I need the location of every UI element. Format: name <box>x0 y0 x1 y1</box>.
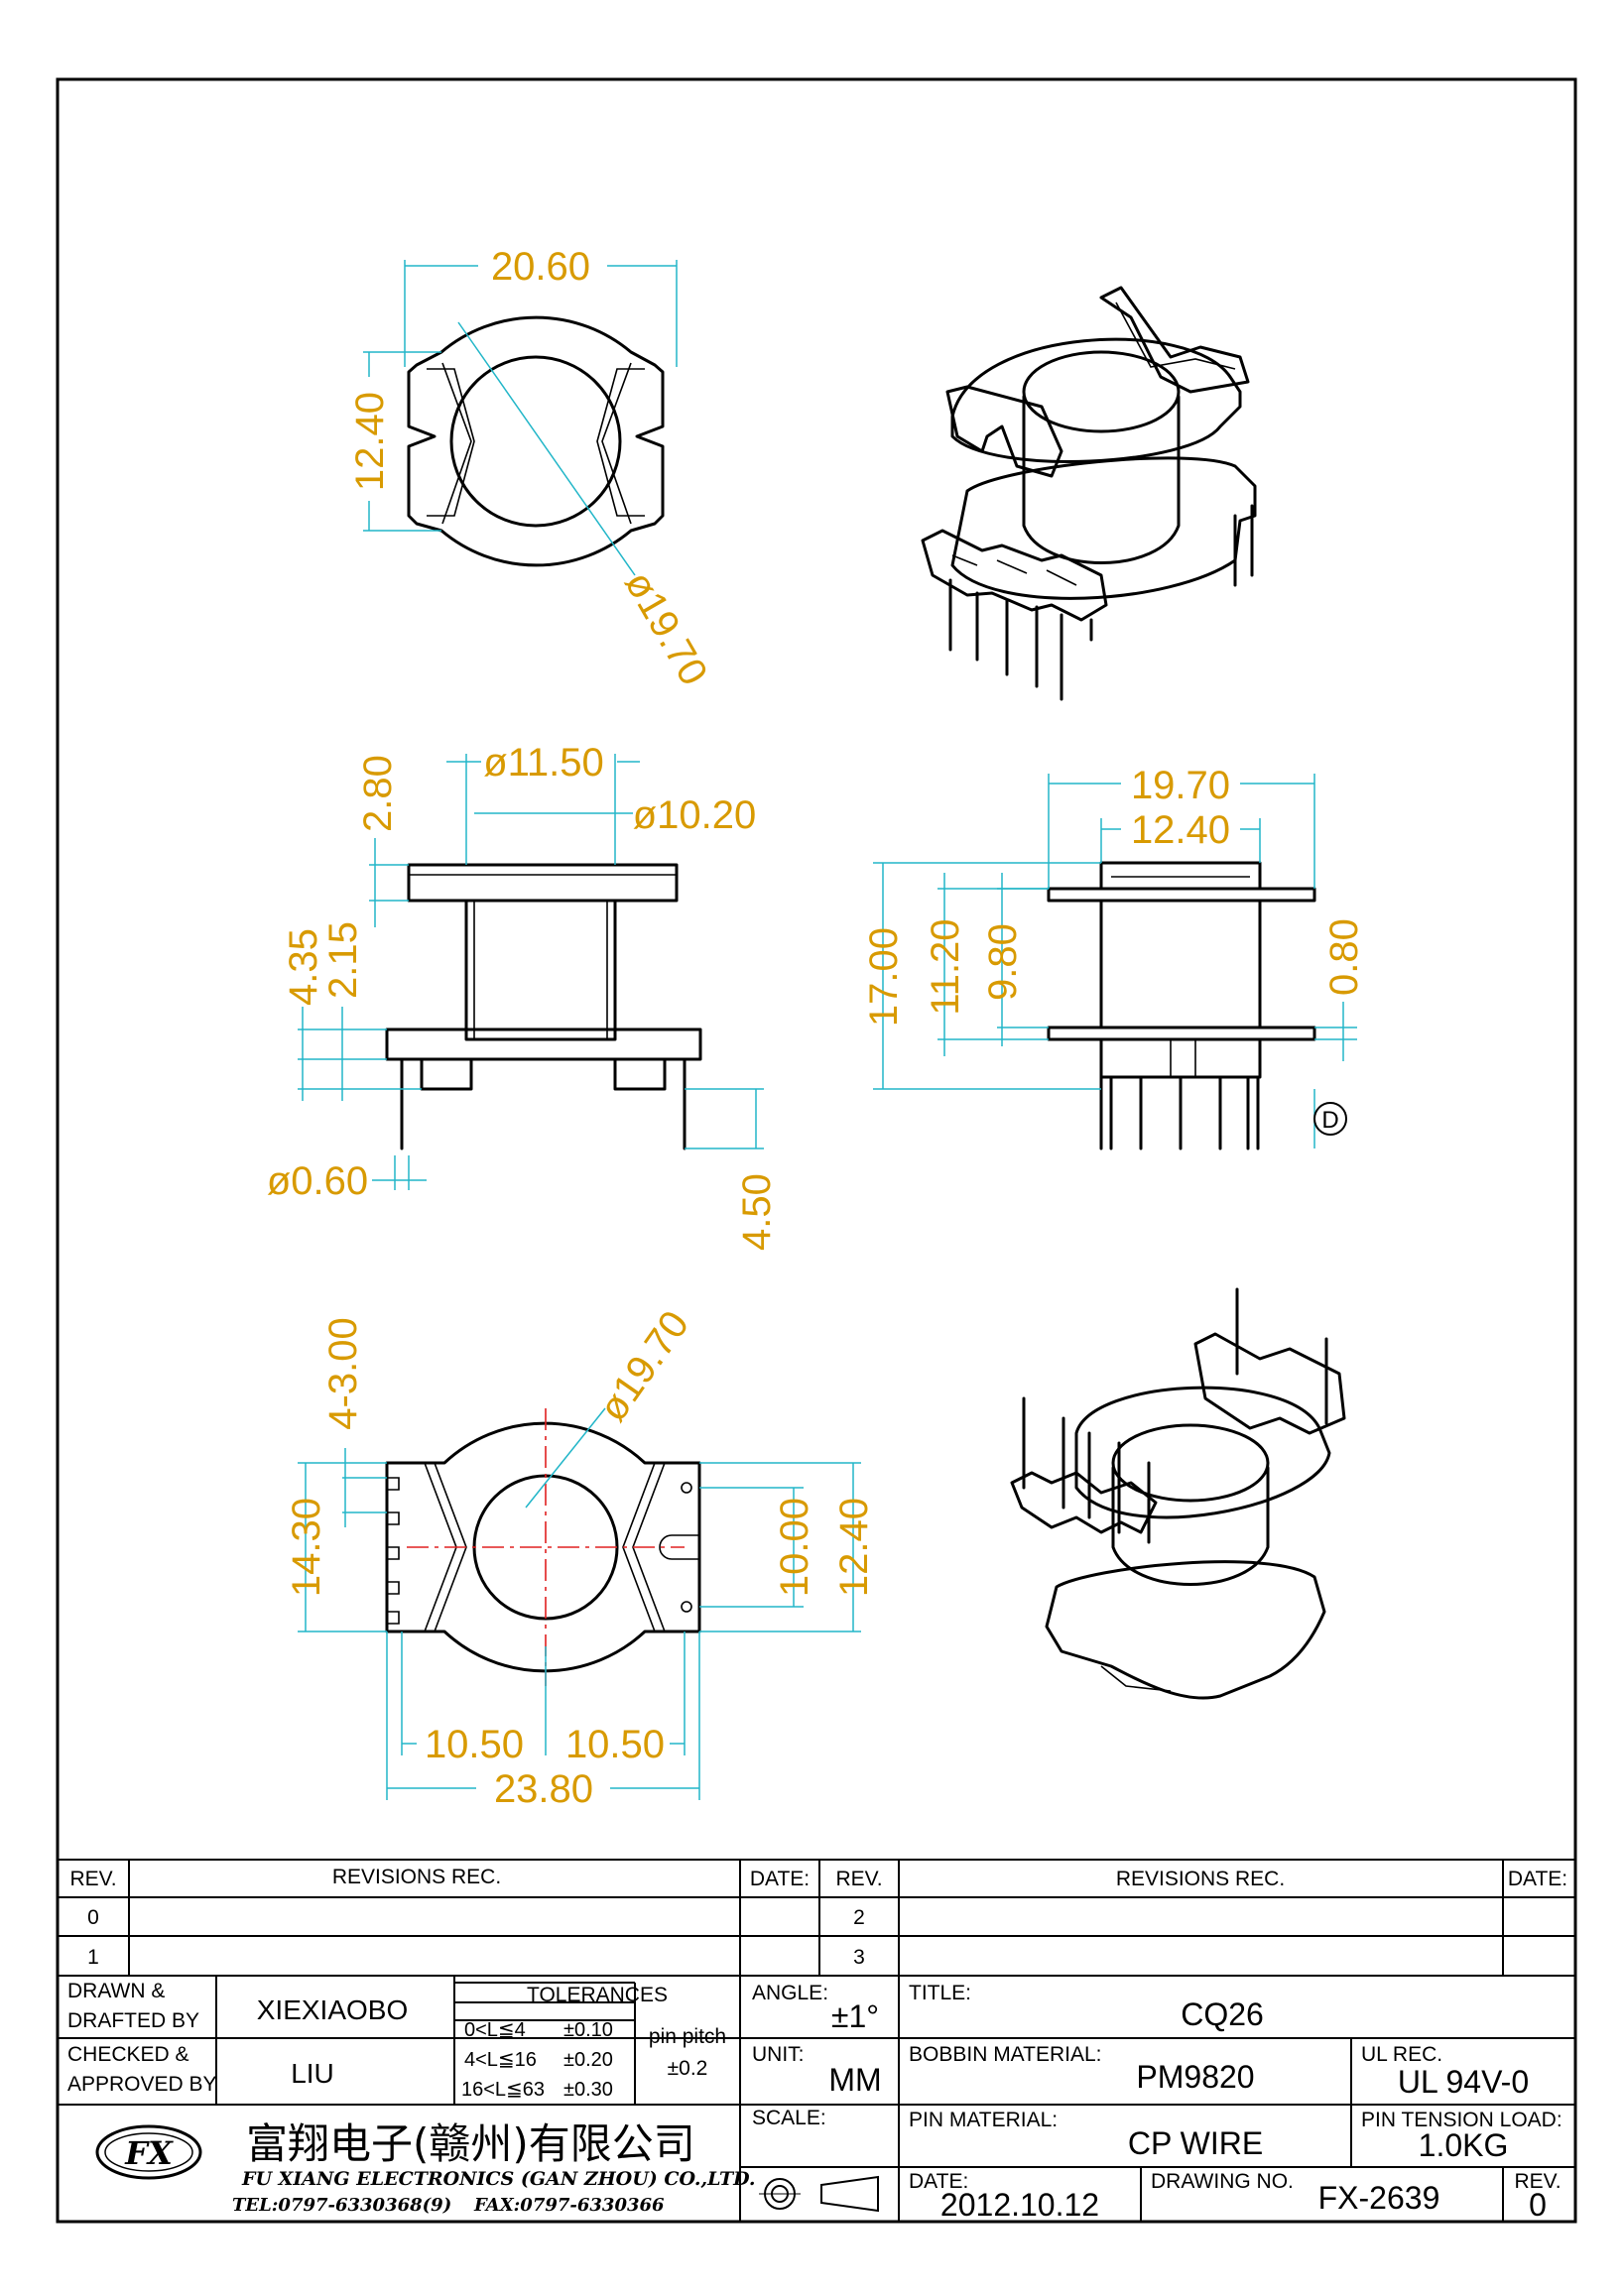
title-value: CQ26 <box>1181 1996 1264 2032</box>
rev-header-left: REV. <box>69 1868 116 1890</box>
rev-value: 0 <box>1529 2187 1547 2223</box>
company-name-english: FU XIANG ELECTRONICS (GAN ZHOU) CO.,LTD. <box>241 2168 756 2190</box>
bobbin-material-label: BOBBIN MATERIAL: <box>909 2043 1102 2066</box>
side-thickness: 0.80 <box>1322 918 1366 996</box>
tol-value-2: ±0.20 <box>563 2049 613 2071</box>
bottom-view: 14.30 4-3.00 ø19.70 10.00 12.40 10.50 10… <box>285 1303 876 1811</box>
front-outer-dia: ø10.20 <box>633 793 757 837</box>
bottom-half-left: 10.50 <box>425 1723 524 1766</box>
datum-mark-circle <box>1313 1102 1347 1136</box>
rev-header-right: REV. <box>835 1868 882 1890</box>
side-width: 19.70 <box>1131 764 1230 807</box>
rev-row-1: 1 <box>87 1946 99 1969</box>
tolerances-header: TOLERANCES <box>527 1984 668 2006</box>
front-flange-top: 2.80 <box>356 755 400 832</box>
company-name-chinese: 富翔电子(赣州)有限公司 <box>246 2119 695 2168</box>
logo-text: FX <box>124 2134 174 2172</box>
datum-mark: D <box>1321 1107 1338 1134</box>
top-height-dim: 12.40 <box>348 392 392 491</box>
company-logo: FX <box>95 2124 202 2180</box>
front-pin-len: 4.50 <box>735 1173 779 1251</box>
checked-value: LIU <box>291 2058 334 2089</box>
angle-value: ±1° <box>831 1998 879 2034</box>
front-h2: 2.15 <box>321 921 365 999</box>
side-view: 19.70 12.40 17.00 11.20 9.80 0.80 D <box>862 764 1366 1150</box>
bottom-diameter: ø19.70 <box>591 1303 697 1429</box>
top-view: 20.60 12.40 ø19.70 <box>348 245 715 692</box>
top-diameter-dim: ø19.70 <box>616 564 715 693</box>
front-view: ø11.50 ø10.20 2.80 4.35 2.15 ø0.60 4.50 <box>267 741 779 1251</box>
side-h1: 11.20 <box>924 918 967 1015</box>
pin-pitch-label: pin pitch <box>649 2025 726 2048</box>
projection-symbol <box>759 2175 879 2213</box>
drawn-value: XIEXIAOBO <box>257 1994 409 2025</box>
bottom-slot: 4-3.00 <box>321 1317 365 1429</box>
tol-value-3: ±0.30 <box>563 2079 613 2101</box>
bottom-half-right: 10.50 <box>565 1723 665 1766</box>
ul-rec-label: UL REC. <box>1361 2043 1442 2066</box>
front-h1: 4.35 <box>282 928 325 1006</box>
tol-range-2: 4<L≦16 <box>464 2049 537 2071</box>
angle-label: ANGLE: <box>752 1982 828 2004</box>
pin-tension-label: PIN TENSION LOAD: <box>1361 2109 1562 2131</box>
rev-label: REV. <box>1514 2170 1561 2193</box>
tol-range-1: 0<L≦4 <box>464 2019 526 2041</box>
isometric-view-bottom <box>1010 1287 1346 1700</box>
drawing-no-value: FX-2639 <box>1318 2180 1440 2216</box>
title-block: REV. REVISIONS REC. DATE: REV. REVISIONS… <box>58 1859 1575 2223</box>
title-label: TITLE: <box>909 1982 971 2004</box>
bottom-height-right-1: 10.00 <box>773 1498 816 1597</box>
top-width-dim: 20.60 <box>491 245 590 289</box>
rev-row-3: 3 <box>853 1946 865 1969</box>
bottom-width: 23.80 <box>494 1767 593 1811</box>
bottom-height-left: 14.30 <box>285 1498 328 1597</box>
date-header-right: DATE: <box>1508 1868 1567 1890</box>
unit-label: UNIT: <box>752 2043 805 2066</box>
front-pin-dia: ø0.60 <box>267 1159 368 1203</box>
date-value: 2012.10.12 <box>940 2187 1099 2223</box>
tol-value-1: ±0.10 <box>563 2019 613 2041</box>
scale-label: SCALE: <box>752 2107 826 2129</box>
ul-rec-value: UL 94V-0 <box>1398 2064 1529 2100</box>
isometric-view-top <box>921 286 1257 701</box>
date-header-left: DATE: <box>750 1868 810 1890</box>
side-total-height: 17.00 <box>862 927 906 1027</box>
date-label: DATE: <box>909 2170 968 2193</box>
tol-range-3: 16<L≦63 <box>461 2079 545 2101</box>
bobbin-material-value: PM9820 <box>1136 2059 1254 2095</box>
checked-label-1: CHECKED & <box>67 2043 189 2066</box>
side-inner: 12.40 <box>1131 808 1230 852</box>
rec-header-right: REVISIONS REC. <box>1116 1868 1285 1890</box>
pin-material-value: CP WIRE <box>1128 2125 1263 2161</box>
checked-label-2: APPROVED BY <box>67 2073 217 2096</box>
bottom-height-right-2: 12.40 <box>832 1498 876 1597</box>
side-h2: 9.80 <box>981 923 1025 1001</box>
sheet-border <box>56 77 1577 2224</box>
front-inner-dia: ø11.50 <box>483 741 604 785</box>
company-fax: FAX:0797-6330366 <box>473 2195 665 2216</box>
pin-material-label: PIN MATERIAL: <box>909 2109 1058 2131</box>
rev-row-0: 0 <box>87 1906 99 1929</box>
rev-row-2: 2 <box>853 1906 865 1929</box>
drawn-label-2: DRAFTED BY <box>67 2009 199 2032</box>
drawing-no-label: DRAWING NO. <box>1151 2170 1294 2193</box>
pin-pitch-value: ±0.2 <box>668 2057 708 2080</box>
drawn-label-1: DRAWN & <box>67 1980 165 2002</box>
unit-value: MM <box>828 2062 881 2098</box>
pin-tension-value: 1.0KG <box>1419 2127 1509 2163</box>
rec-header-left: REVISIONS REC. <box>332 1866 501 1888</box>
company-tel: TEL:0797-6330368(9) <box>232 2195 451 2216</box>
